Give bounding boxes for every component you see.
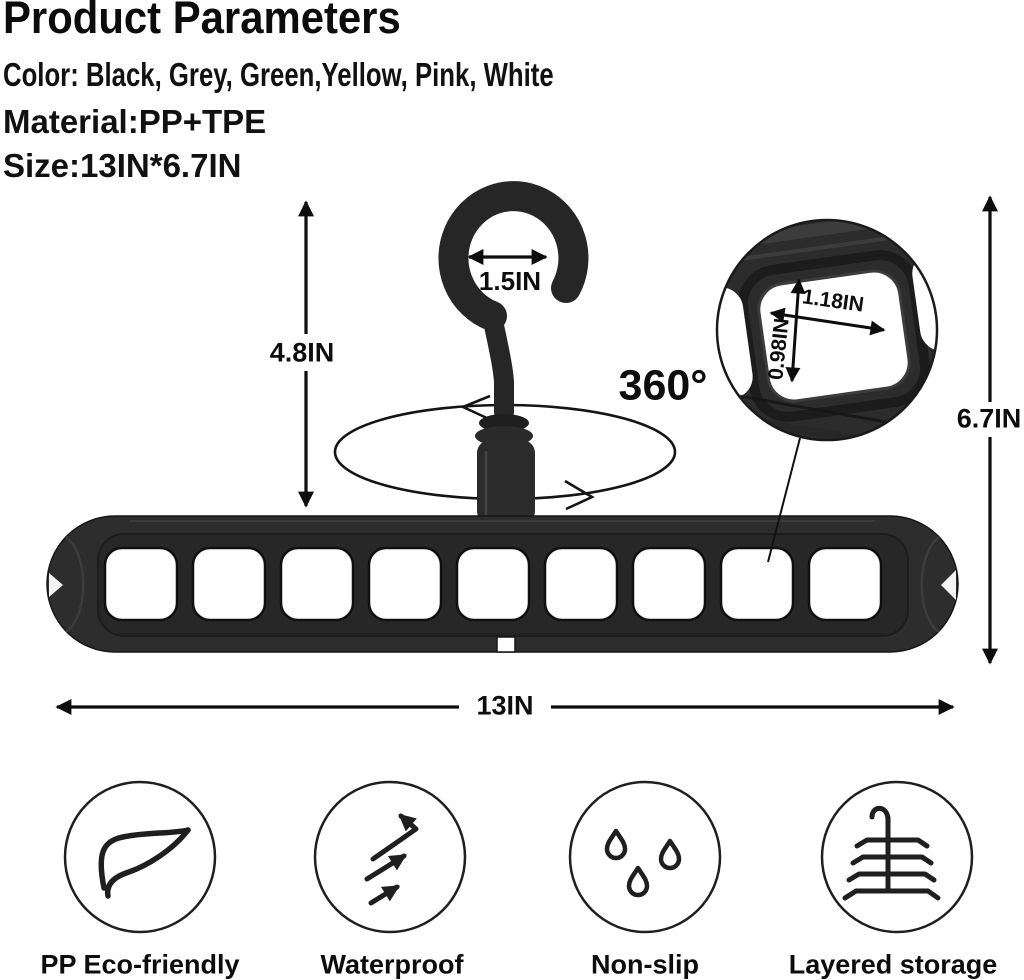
feature-label-layered: Layered storage — [788, 949, 998, 980]
feature-circle — [568, 780, 722, 934]
hook-opening-width-label: 1.5IN — [478, 266, 542, 296]
hole-height-arrow — [785, 278, 806, 383]
feature-circle — [820, 780, 974, 934]
hanger-bar — [46, 515, 959, 653]
hanger-hole — [631, 546, 707, 622]
overall-height-label: 6.7IN — [956, 403, 1022, 434]
hanger-hole — [367, 546, 443, 622]
feature-badges — [63, 780, 974, 934]
leaf-icon — [98, 827, 191, 899]
spec-material-line: Material:PP+TPE — [3, 103, 267, 140]
center-bottom-notch — [496, 636, 516, 653]
water-drops-icon — [604, 828, 682, 898]
hook-height-label: 4.8IN — [269, 337, 335, 368]
feature-label-waterproof: Waterproof — [320, 949, 464, 980]
magnifier-leader-line — [767, 437, 801, 563]
spec-color-line: Color: Black, Grey, Green,Yellow, Pink, … — [3, 56, 554, 93]
dimension-arrows — [55, 195, 998, 715]
left-end-notch — [49, 573, 63, 597]
feature-label-eco: PP Eco-friendly — [40, 949, 240, 980]
rotation-360-label: 360° — [618, 361, 708, 410]
feature-label-nonslip: Non-slip — [591, 949, 699, 980]
hanger-hole — [191, 546, 267, 622]
hanger-holes — [103, 546, 883, 622]
hanger-hole — [455, 546, 531, 622]
hole-magnifier — [715, 218, 939, 442]
swivel-post — [477, 440, 535, 524]
hanger-hook — [438, 181, 589, 524]
hanger-hole — [279, 546, 355, 622]
hanger-hole — [543, 546, 619, 622]
overall-width-label: 13IN — [476, 690, 534, 721]
spec-size-line: Size:13IN*6.7IN — [3, 147, 242, 184]
feature-circle — [63, 780, 217, 934]
hanger-hole — [807, 546, 883, 622]
splash-arrows-icon — [364, 813, 419, 906]
feature-circle — [313, 780, 467, 934]
page-title: Product Parameters — [3, 0, 401, 43]
rotation-arrowhead-right — [564, 479, 595, 511]
layered-hanger-icon — [842, 805, 941, 901]
rotation-arrowhead-left — [459, 394, 491, 421]
right-end-notch — [941, 570, 956, 600]
hanger-hole — [719, 546, 795, 622]
hanger-hole — [103, 546, 179, 622]
